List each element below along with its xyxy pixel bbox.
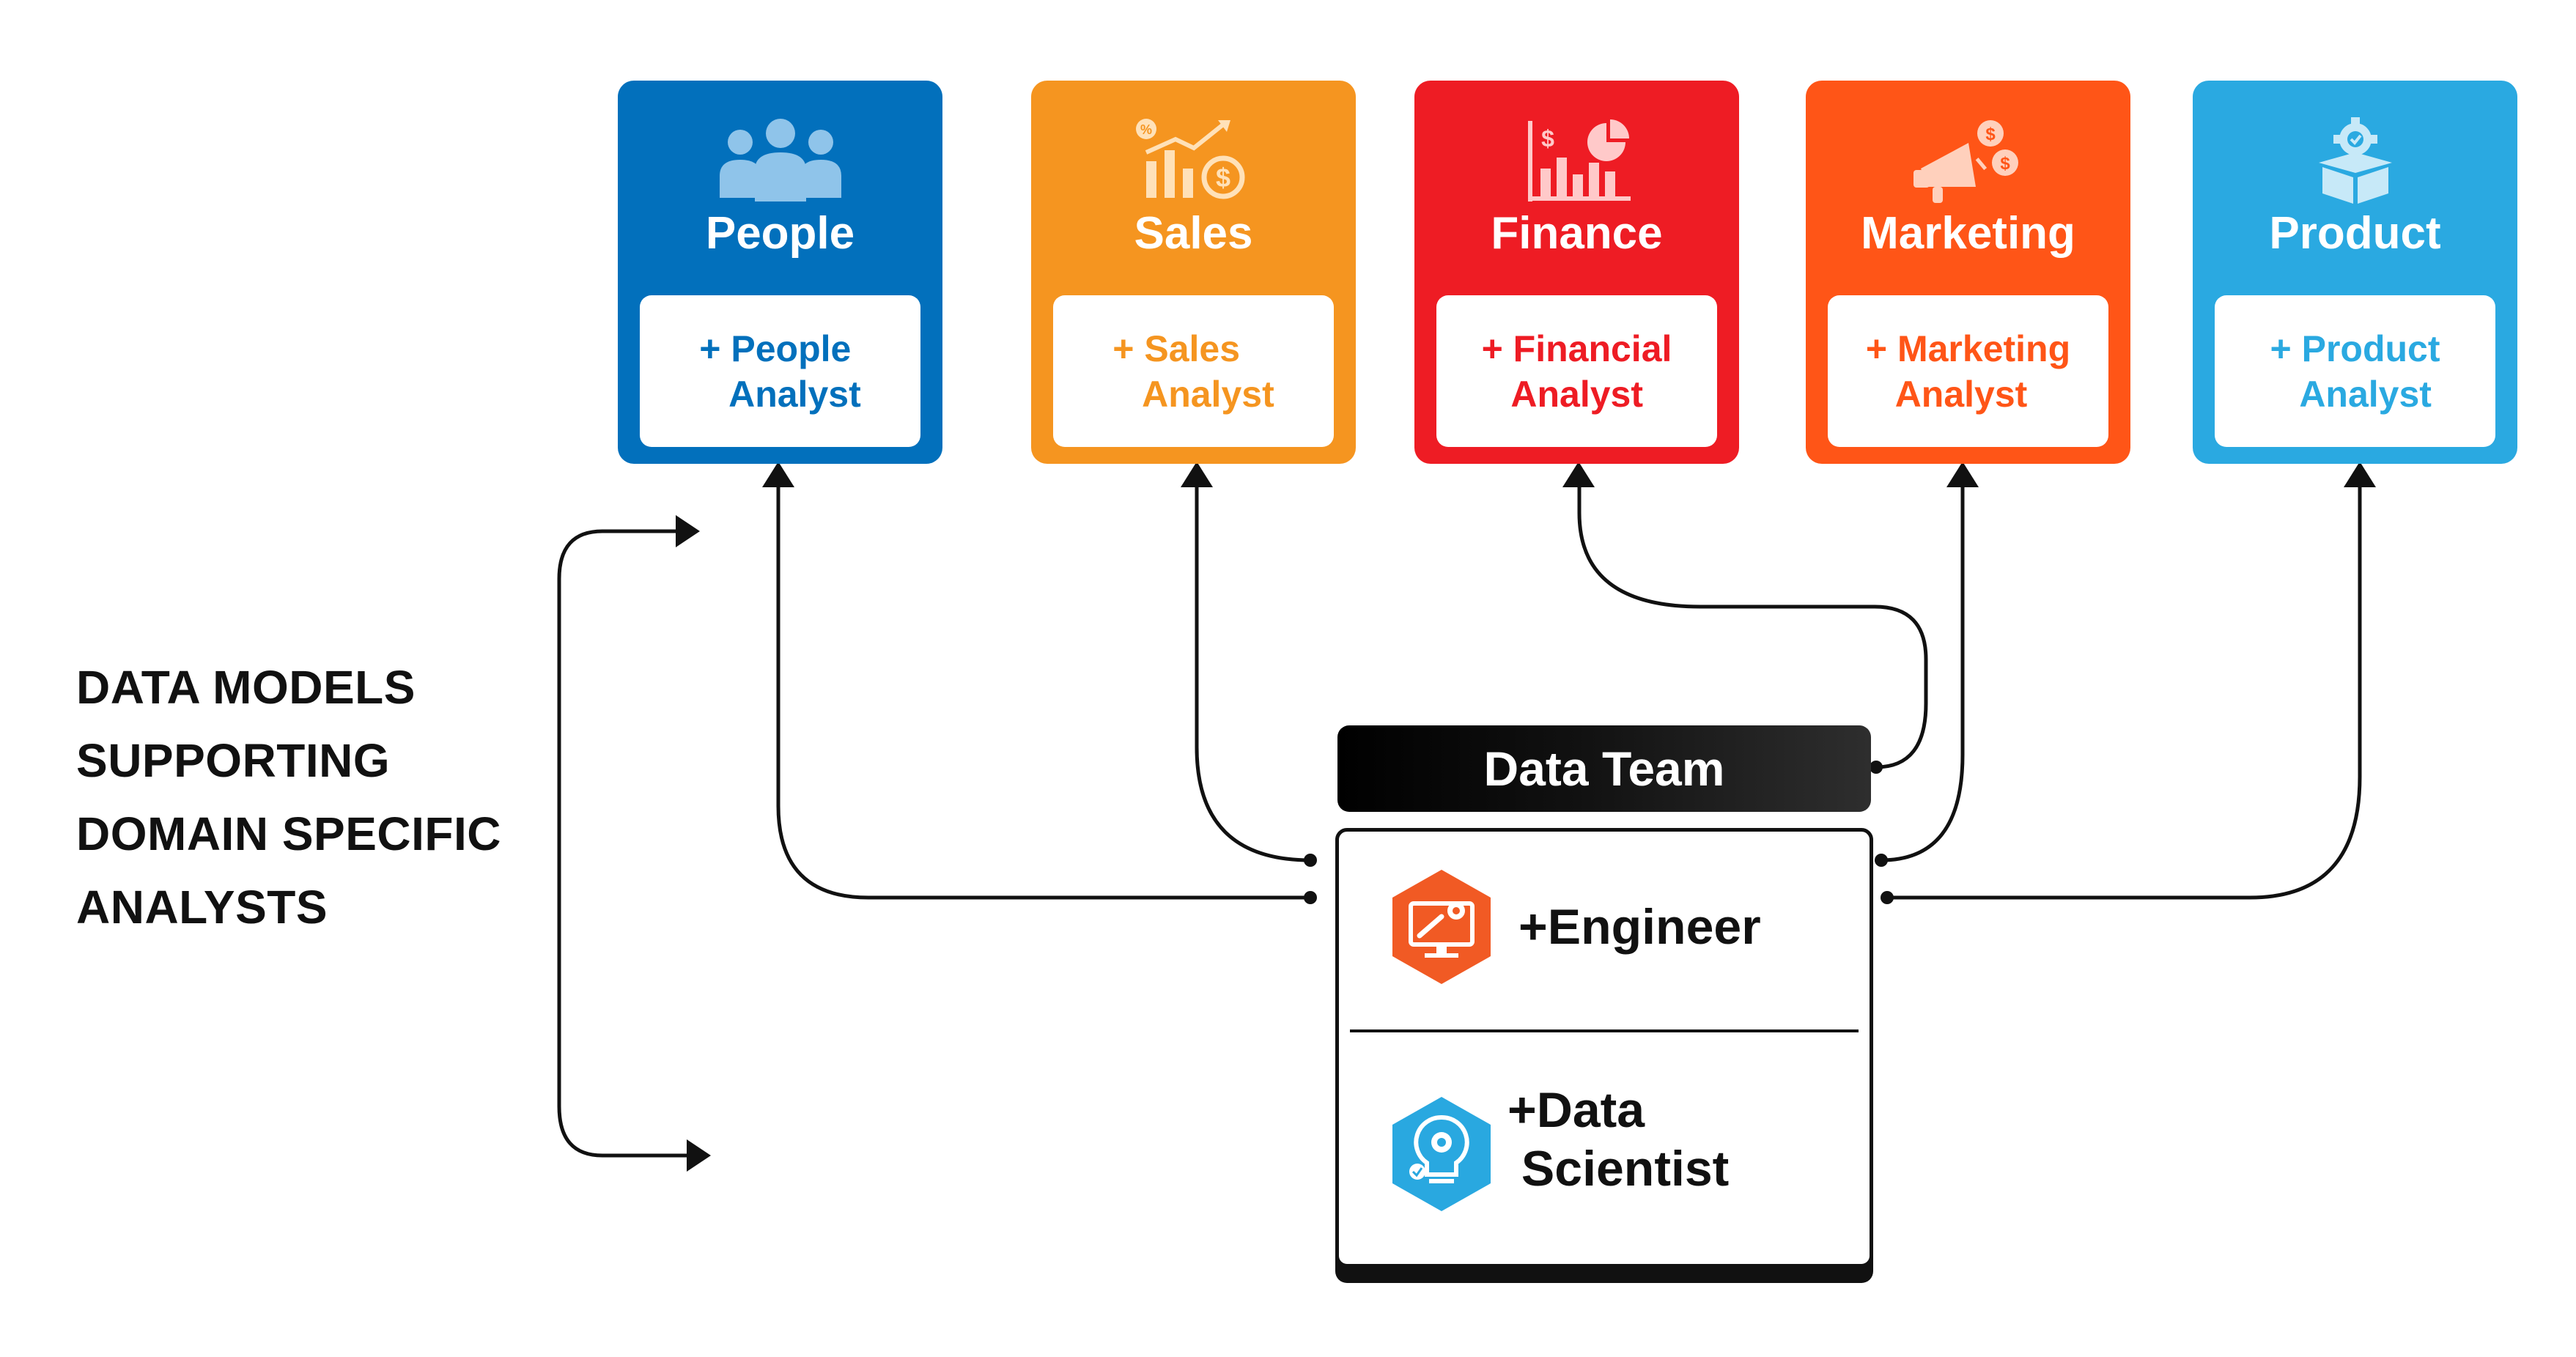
data-team-panel: +Engineer +Data Scientist bbox=[1335, 828, 1873, 1268]
domain-title: People bbox=[705, 208, 855, 259]
side-label: DATA MODELS SUPPORTING DOMAIN SPECIFIC A… bbox=[76, 651, 545, 944]
analyst-label: + Sales Analyst bbox=[1112, 328, 1274, 415]
svg-text:$: $ bbox=[1985, 125, 1996, 144]
connector-dot bbox=[1304, 854, 1317, 867]
domain-card-finance: $ Finance + Financial Analyst bbox=[1414, 81, 1739, 464]
side-label-line: DATA MODELS bbox=[76, 661, 416, 714]
arrowhead-product bbox=[2344, 462, 2376, 487]
analyst-label: + People Analyst bbox=[699, 328, 861, 415]
product-box-gear-icon bbox=[2193, 117, 2517, 205]
role-label-engineer: +Engineer bbox=[1518, 899, 1761, 955]
connector-dot bbox=[1881, 891, 1894, 904]
connector-dot bbox=[1304, 891, 1317, 904]
domain-card-sales: $ % Sales + Sales Analyst bbox=[1031, 81, 1356, 464]
analyst-box: + Marketing Analyst bbox=[1828, 295, 2108, 447]
svg-text:$: $ bbox=[1215, 163, 1230, 193]
connector-marketing bbox=[1881, 478, 1965, 862]
data-team-header: Data Team bbox=[1337, 725, 1871, 812]
connector-people bbox=[776, 478, 1310, 900]
analyst-label: + Financial Analyst bbox=[1481, 328, 1672, 415]
data-scientist-bulb-icon bbox=[1392, 1097, 1491, 1211]
svg-text:$: $ bbox=[2000, 154, 2010, 174]
arrowhead-sales bbox=[1181, 462, 1213, 487]
analyst-box: + People Analyst bbox=[640, 295, 920, 447]
side-label-line: DOMAIN SPECIFIC bbox=[76, 807, 501, 860]
domain-card-marketing: $ $ Marketing + Marketing Analyst bbox=[1806, 81, 2130, 464]
side-label-line: SUPPORTING bbox=[76, 734, 391, 787]
domain-title: Sales bbox=[1134, 208, 1253, 259]
arrowhead-bracket-bottom bbox=[687, 1139, 711, 1172]
arrowhead-finance bbox=[1562, 462, 1595, 487]
arrowhead-people bbox=[762, 462, 794, 487]
team-icon bbox=[618, 117, 942, 205]
svg-text:%: % bbox=[1140, 122, 1151, 137]
domain-title: Product bbox=[2269, 208, 2441, 259]
finance-chart-icon: $ bbox=[1414, 117, 1739, 205]
arrowhead-marketing bbox=[1946, 462, 1979, 487]
side-bracket bbox=[557, 529, 696, 1158]
analyst-label: + Product Analyst bbox=[2270, 328, 2440, 415]
analyst-box: + Product Analyst bbox=[2215, 295, 2495, 447]
domain-title: Marketing bbox=[1861, 208, 2075, 259]
connector-product bbox=[1887, 478, 2362, 900]
role-label-data-scientist: +Data Scientist bbox=[1507, 1082, 1730, 1197]
connector-dot bbox=[1875, 854, 1888, 867]
svg-text:$: $ bbox=[1541, 125, 1554, 152]
side-label-line: ANALYSTS bbox=[76, 881, 328, 933]
analyst-box: + Financial Analyst bbox=[1436, 295, 1717, 447]
domain-card-product: Product + Product Analyst bbox=[2193, 81, 2517, 464]
domain-card-people: People + People Analyst bbox=[618, 81, 942, 464]
arrowhead-bracket-top bbox=[676, 515, 700, 547]
connector-dot bbox=[1870, 761, 1883, 774]
analyst-box: + Sales Analyst bbox=[1053, 295, 1334, 447]
analyst-label: + Marketing Analyst bbox=[1865, 328, 2071, 415]
megaphone-icon: $ $ bbox=[1806, 117, 2130, 205]
connector-sales bbox=[1195, 478, 1311, 862]
team-divider bbox=[1350, 1029, 1859, 1032]
domain-title: Finance bbox=[1491, 208, 1663, 259]
connector-finance bbox=[1577, 478, 1928, 769]
sales-growth-icon: $ % bbox=[1031, 117, 1356, 205]
engineer-monitor-icon bbox=[1392, 870, 1491, 984]
